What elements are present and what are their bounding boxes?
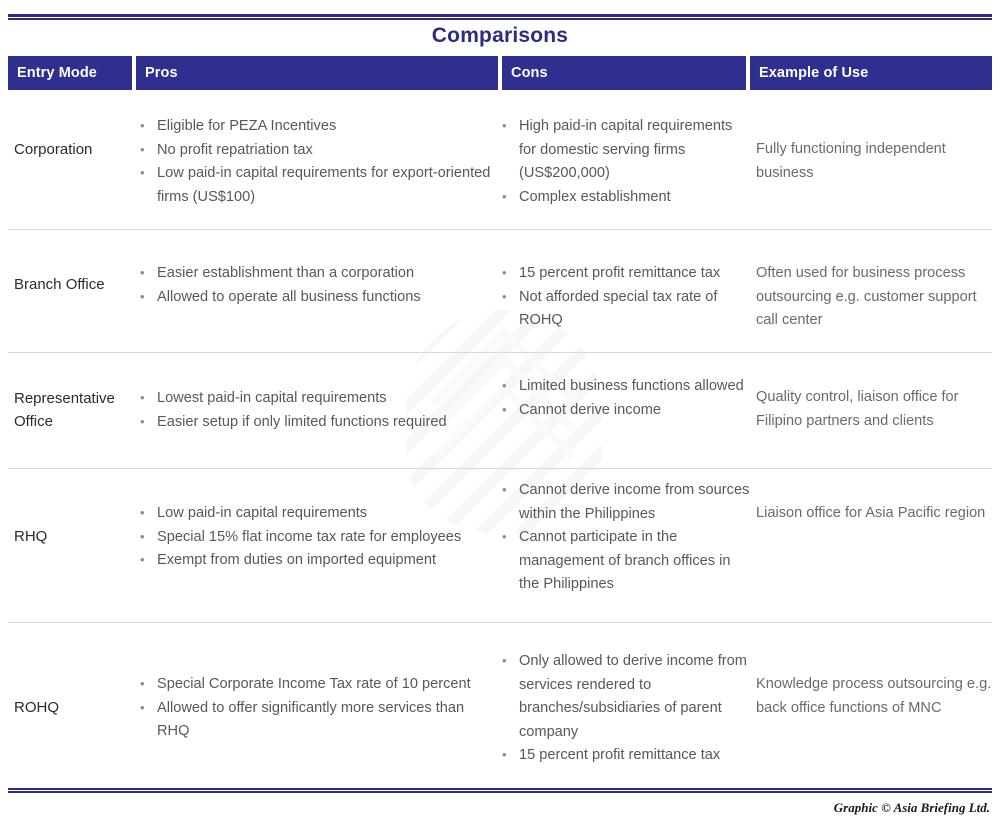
cell-pros: Lowest paid-in capital requirements Easi… — [138, 386, 494, 435]
cell-cons: Only allowed to derive income from servi… — [500, 649, 750, 768]
cell-example-of-use: Knowledge process outsourcing e.g. back … — [756, 676, 992, 716]
list-item: Complex establishment — [500, 185, 750, 210]
pros-list: Low paid-in capital requirements Special… — [138, 501, 494, 573]
cell-pros: Special Corporate Income Tax rate of 10 … — [138, 672, 494, 744]
cell-cons: High paid-in capital requirements for do… — [500, 114, 750, 210]
page-title: Comparisons — [431, 24, 569, 47]
list-item: 15 percent profit remittance tax — [500, 261, 750, 286]
list-item: Low paid-in capital requirements for exp… — [138, 161, 494, 209]
top-divider-rule — [8, 14, 992, 20]
list-item: Low paid-in capital requirements — [138, 501, 494, 526]
list-item: High paid-in capital requirements for do… — [500, 114, 750, 186]
list-item: Eligible for PEZA Incentives — [138, 114, 494, 139]
cell-pros: Eligible for PEZA Incentives No profit r… — [138, 114, 494, 209]
column-header-cons-label: Cons — [511, 65, 548, 81]
list-item: Special 15% flat income tax rate for emp… — [138, 525, 494, 550]
copyright-credit: Graphic © Asia Briefing Ltd. — [833, 800, 990, 815]
column-header-pros-label: Pros — [145, 65, 178, 81]
table-row: Branch Office Easier establishment than … — [0, 229, 1000, 352]
bottom-rule-line-2 — [8, 791, 992, 793]
list-item: Easier setup if only limited functions r… — [138, 410, 494, 435]
column-header-example-of-use: Example of Use — [750, 56, 992, 90]
cons-list: High paid-in capital requirements for do… — [500, 114, 750, 210]
column-header-pros: Pros — [136, 56, 498, 90]
cell-entry-mode: Corporation — [14, 141, 93, 158]
list-item: Lowest paid-in capital requirements — [138, 386, 494, 411]
list-item: Cannot derive income — [500, 398, 750, 423]
top-rule-line-1 — [8, 14, 992, 17]
list-item: Not afforded special tax rate of ROHQ — [500, 285, 750, 333]
list-item: Cannot participate in the management of … — [500, 525, 750, 597]
cell-example-of-use: Liaison office for Asia Pacific region — [756, 505, 986, 521]
cons-list: Only allowed to derive income from servi… — [500, 649, 750, 768]
table-row: Corporation Eligible for PEZA Incentives… — [0, 90, 1000, 229]
list-item: Exempt from duties on imported equipment — [138, 548, 494, 573]
cell-cons: 15 percent profit remittance tax Not aff… — [500, 261, 750, 333]
pros-list: Special Corporate Income Tax rate of 10 … — [138, 672, 494, 744]
bottom-rule-line-1 — [8, 788, 992, 790]
list-item: Allowed to offer significantly more serv… — [138, 696, 494, 744]
list-item: 15 percent profit remittance tax — [500, 743, 750, 768]
list-item: Allowed to operate all business function… — [138, 285, 494, 310]
cell-entry-mode: Branch Office — [14, 276, 105, 293]
cell-pros: Low paid-in capital requirements Special… — [138, 501, 494, 573]
column-header-entry-mode: Entry Mode — [8, 56, 132, 90]
cell-example-of-use: Often used for business process outsourc… — [756, 265, 977, 328]
cell-pros: Easier establishment than a corporation … — [138, 261, 494, 310]
cell-cons: Cannot derive income from sources within… — [500, 478, 750, 597]
table-row: Representative Office Lowest paid-in cap… — [0, 352, 1000, 468]
list-item: Limited business functions allowed — [500, 374, 750, 399]
table-body: Corporation Eligible for PEZA Incentives… — [0, 90, 1000, 788]
cell-entry-mode: RHQ — [14, 528, 48, 545]
list-item: Easier establishment than a corporation — [138, 261, 494, 286]
list-item: No profit repatriation tax — [138, 138, 494, 163]
cell-entry-mode: ROHQ — [14, 699, 59, 716]
cell-example-of-use: Fully functioning independent business — [756, 141, 946, 181]
column-header-cons: Cons — [502, 56, 746, 90]
bottom-divider-rule — [8, 788, 992, 793]
column-header-example-of-use-label: Example of Use — [759, 65, 869, 81]
table-row: ROHQ Special Corporate Income Tax rate o… — [0, 622, 1000, 788]
pros-list: Easier establishment than a corporation … — [138, 261, 494, 310]
cons-list: Limited business functions allowed Canno… — [500, 374, 750, 423]
cell-example-of-use: Quality control, liaison office for Fili… — [756, 389, 959, 429]
pros-list: Eligible for PEZA Incentives No profit r… — [138, 114, 494, 209]
cons-list: Cannot derive income from sources within… — [500, 478, 750, 597]
cell-cons: Limited business functions allowed Canno… — [500, 374, 750, 423]
list-item: Cannot derive income from sources within… — [500, 478, 750, 526]
pros-list: Lowest paid-in capital requirements Easi… — [138, 386, 494, 435]
table-header-row: Entry Mode Pros Cons Example of Use — [8, 56, 992, 90]
table-row: RHQ Low paid-in capital requirements Spe… — [0, 468, 1000, 622]
top-rule-line-2 — [8, 18, 992, 20]
column-header-entry-mode-label: Entry Mode — [17, 65, 97, 81]
list-item: Only allowed to derive income from servi… — [500, 649, 750, 744]
cons-list: 15 percent profit remittance tax Not aff… — [500, 261, 750, 333]
list-item: Special Corporate Income Tax rate of 10 … — [138, 672, 494, 697]
cell-entry-mode: Representative Office — [14, 390, 115, 430]
